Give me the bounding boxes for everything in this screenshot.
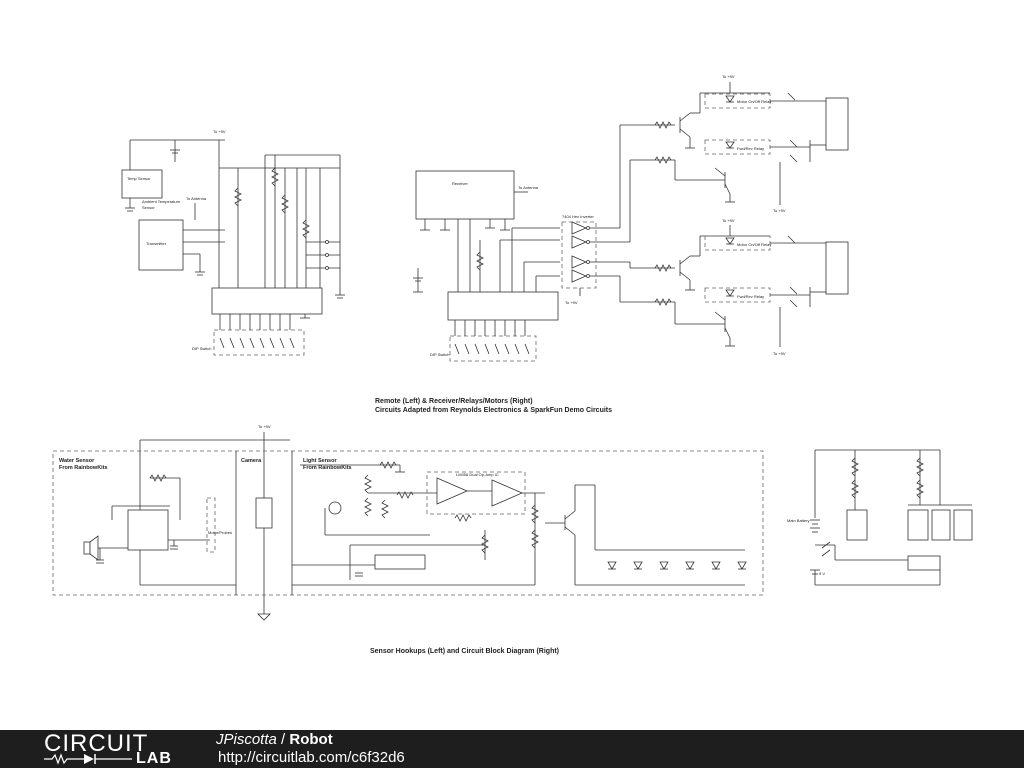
light-sensor-title: Light Sensor [303,458,337,464]
temp-sensor-label: Temp Sensor [127,176,151,181]
water-sensor-title: Water Sensor [59,458,95,464]
relay-supply-top: To +9V [722,74,735,79]
byline-separator: / [276,731,290,748]
camera-block [953,509,973,541]
main-battery-label: Main Battery [787,518,809,523]
dip-label-left: DIP Switch [192,346,212,351]
circuit-title[interactable]: Robot [289,731,333,748]
sensor-hookups: To +9V Water Sensor From RainbowKits Mot… [52,424,764,621]
remote-circuit: To +9V Temp Sensor Ambient Temperature S… [121,129,345,356]
temp-sensor-box [121,169,163,199]
transmitter-label: Transmitter [146,241,167,246]
temp-sensor-block [846,509,868,541]
encoder-ic [211,287,323,315]
opamp-label: LM358 Dual Op-Amp IC [456,472,499,477]
dip-switch-left [213,329,305,356]
buzzer [83,541,91,555]
antenna-label-right: To Antenna [518,185,539,190]
opamp-2 [491,479,524,507]
opamp-1 [436,477,469,505]
rev-relay-1-label: Fwd/Rev Relay [737,146,764,151]
transmitter-box [138,219,184,271]
supply-label: To +9V [213,129,226,134]
relay-supply-2: To +9V [722,218,735,223]
water-sensor-ic [127,509,169,551]
antenna-label-left: To Antenna [186,196,207,201]
byline: JPiscotta / Robot [216,731,333,749]
inverter-supply: To +9V [565,300,578,305]
logo-word-circuit: CIRCUIT [44,730,149,757]
sensor-supply: To +9V [258,424,271,429]
motor-probes [206,497,216,553]
led-array [607,561,747,570]
regulator-ic [374,554,426,570]
decoder-ic [447,291,559,321]
camera-box [255,497,273,529]
light-sensor-subtitle: From RainbowKits [303,465,352,471]
caption-top-line2: Circuits Adapted from Reynolds Electroni… [375,407,612,414]
footer-bar: CIRCUIT LAB JPiscotta / Robot http://cir… [0,730,1024,768]
receiver-circuit: Receiver To Antenna DIP Switch 7404 Hex … [413,125,631,362]
water-sensor-subtitle: From RainbowKits [59,465,108,471]
battery-9v-label: 9 V [819,571,825,576]
motor-2 [825,241,849,295]
logo-word-lab: LAB [136,750,172,767]
motor-relay-2-label: Motor On/Off Relay [737,242,771,247]
circuit-url[interactable]: http://circuitlab.com/c6f32d6 [218,749,405,766]
receiver-label: Receiver [452,181,468,186]
dip-label-right: DIP Switch [430,352,450,357]
motor-probes-label: Motor/Probes [208,530,232,535]
light-block [931,509,951,541]
relay-supply-bottom: To +9V [773,351,786,356]
caption-top-line1: Remote (Left) & Receiver/Relays/Motors (… [375,398,533,405]
caption-bottom: Sensor Hookups (Left) and Circuit Block … [370,648,559,655]
cds-cell [328,501,342,515]
receiver-box [415,170,515,220]
motor-1 [825,97,849,151]
circuitlab-logo[interactable]: CIRCUIT LAB [44,730,204,768]
logo-waveform-icon [44,753,132,765]
inverter-label: 7404 Hex Inverter [562,214,594,219]
hex-inverter [561,221,597,289]
rf-receiver-block [907,509,929,541]
camera-title: Camera [241,458,262,464]
rev-relay-2-label: Fwd/Rev Relay [737,294,764,299]
motor-relay-1-label: Motor On/Off Relay [737,99,771,104]
sensor-label: Sensor [142,205,155,210]
regulator-block [907,555,941,571]
ambient-label: Ambient Temperature [142,199,181,204]
relay-supply-mid: To +9V [773,208,786,213]
dip-switch-right [449,335,537,362]
author-link[interactable]: JPiscotta [216,731,277,748]
block-diagram: Main Battery 9 V [787,449,973,586]
relay-circuits: To +9V Motor On/Off Relay Fwd/Rev Relay … [620,74,849,356]
schematic-canvas: To +9V Temp Sensor Ambient Temperature S… [52,74,973,655]
